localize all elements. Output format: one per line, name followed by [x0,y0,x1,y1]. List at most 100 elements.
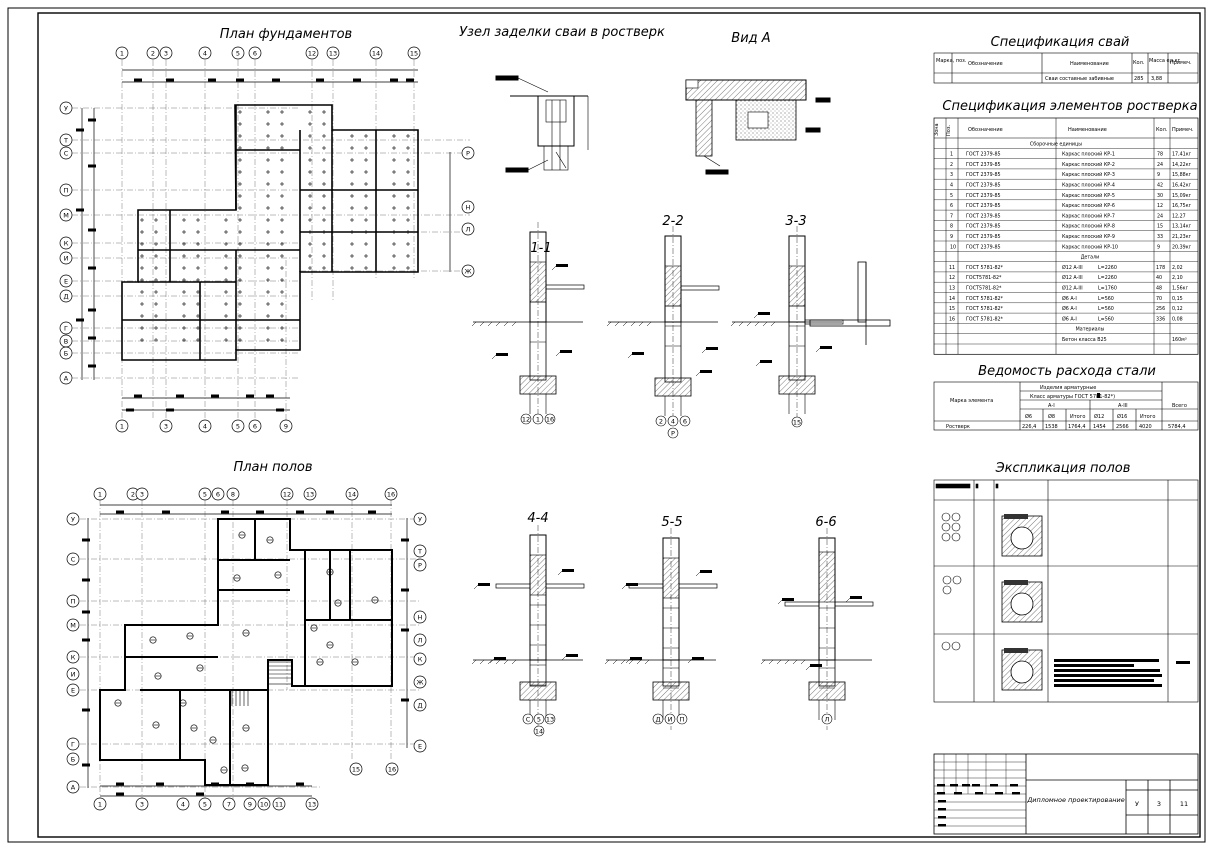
svg-text:2: 2 [659,418,663,426]
floor-axis-bottom: 11 [272,797,286,811]
svg-text:12,27: 12,27 [1172,213,1186,219]
svg-text:Р: Р [418,562,422,570]
svg-text:Всего: Всего [1172,403,1187,409]
svg-text:Итого: Итого [1140,414,1155,420]
svg-text:Каркас плоский КР-4: Каркас плоский КР-4 [1062,182,1115,189]
svg-text:1: 1 [536,416,540,424]
foundation-axis-top: 3 [159,46,173,60]
svg-text:ГОСТ 2379-85: ГОСТ 2379-85 [966,244,1001,250]
svg-text:1: 1 [120,50,124,58]
svg-text:16: 16 [546,416,554,424]
svg-text:9: 9 [248,801,252,809]
svg-text:Д: Д [655,716,660,724]
pile-spec-title: Спецификация свай [991,35,1130,50]
svg-text:Ø12 А-III: Ø12 А-III [1062,274,1083,281]
svg-text:Ø6: Ø6 [1025,413,1032,420]
floor-axis-bottom: 13 [305,797,319,811]
floor-axis-top: 13 [303,487,317,501]
svg-text:Т: Т [63,137,68,145]
svg-text:Л: Л [825,716,830,724]
svg-text:16: 16 [949,316,955,322]
svg-text:9: 9 [950,234,953,240]
floor-axis-left: А [66,780,80,794]
svg-text:L=2260: L=2260 [1098,275,1117,281]
svg-text:8: 8 [231,491,235,499]
foundation-axis-bottom: 6 [248,419,262,433]
svg-text:П: П [71,598,76,606]
svg-text:12: 12 [308,50,316,58]
svg-text:Н: Н [418,614,423,622]
svg-text:0,12: 0,12 [1172,306,1183,312]
pile-spec-table [933,52,1199,84]
svg-text:Р: Р [671,430,675,438]
svg-text:5: 5 [537,716,541,724]
svg-text:Е: Е [64,278,68,286]
svg-text:16,75кг: 16,75кг [1172,203,1192,209]
svg-text:12: 12 [1157,203,1163,209]
svg-text:Сваи составные забивные: Сваи составные забивные [1045,76,1114,82]
foundation-axis-left: А [59,371,73,385]
floor-axis-left: И [66,667,80,681]
svg-text:К: К [64,240,69,248]
svg-text:Ростверк: Ростверк [946,424,970,430]
svg-text:6: 6 [253,50,257,58]
svg-text:336: 336 [1156,316,1165,322]
steel-statement-title: Ведомость расхода стали [978,364,1156,379]
svg-text:2566: 2566 [1116,424,1129,430]
floor-axis-top: 1 [93,487,107,501]
foundation-axis-top: 14 [369,46,383,60]
floor-axis-top: 6 [211,487,225,501]
floor-axis-left: Г [66,737,80,751]
svg-text:1: 1 [98,801,102,809]
svg-text:Примеч.: Примеч. [1170,60,1192,66]
svg-text:48: 48 [1156,286,1162,292]
svg-text:7: 7 [227,801,231,809]
svg-text:3: 3 [164,50,168,58]
section-titles: 1-1 2-2 3-3 4-4 5-5 6-6 [527,214,836,530]
floor-axis-right: Н [413,610,427,624]
svg-text:285: 285 [1134,76,1144,82]
foundation-axis-left: У [59,101,73,115]
svg-text:33: 33 [1157,234,1163,240]
section-1-title: 1-1 [530,241,551,256]
section-4-title: 4-4 [527,511,548,526]
svg-text:L=1760: L=1760 [1098,286,1117,292]
floor-axis-right: Л [413,633,427,647]
svg-text:13: 13 [546,716,554,724]
svg-text:14: 14 [535,728,543,736]
svg-text:16: 16 [387,491,395,499]
svg-text:2,02: 2,02 [1172,265,1183,271]
svg-text:256: 256 [1156,306,1165,312]
explication-content [941,512,1190,691]
svg-text:4: 4 [950,183,953,189]
sections [471,222,891,730]
floor-axis-left: К [66,650,80,664]
svg-text:1: 1 [950,152,953,158]
floor-axis-left: У [66,512,80,526]
svg-text:ГОСТ 2379-85: ГОСТ 2379-85 [966,213,1001,219]
svg-text:Д: Д [63,293,68,301]
svg-text:Ø6 А-I: Ø6 А-I [1062,295,1077,302]
svg-text:Б: Б [64,350,68,358]
svg-text:20,39кг: 20,39кг [1172,244,1192,250]
floor-axis-top: 3 [135,487,149,501]
floor-axis-right: Р [413,558,427,572]
svg-text:L=560: L=560 [1098,306,1114,312]
svg-text:А: А [71,784,76,792]
svg-text:226,4: 226,4 [1022,424,1036,430]
svg-text:ГОСТ 2379-85: ГОСТ 2379-85 [966,193,1001,199]
svg-text:И: И [71,671,76,679]
pile-node-title: Узел заделки сваи в ростверк [459,25,665,40]
section-axis-bubbles: 12 1 16 2 4 6 Р 15 С 5 13 14 Д И П Л [520,413,833,737]
foundation-axis-right: Н [461,200,475,214]
floor-axis-bottom: 7 [222,797,236,811]
svg-text:ГОСТ 2379-85: ГОСТ 2379-85 [966,183,1001,189]
svg-text:16,42кг: 16,42кг [1172,183,1192,189]
svg-text:13,14кг: 13,14кг [1172,224,1192,230]
svg-text:Бетон класса В25: Бетон класса В25 [1062,337,1107,343]
svg-text:Д: Д [417,702,422,710]
svg-text:ГОСТ 2379-85: ГОСТ 2379-85 [966,152,1001,158]
svg-text:Материалы: Материалы [1076,327,1105,333]
